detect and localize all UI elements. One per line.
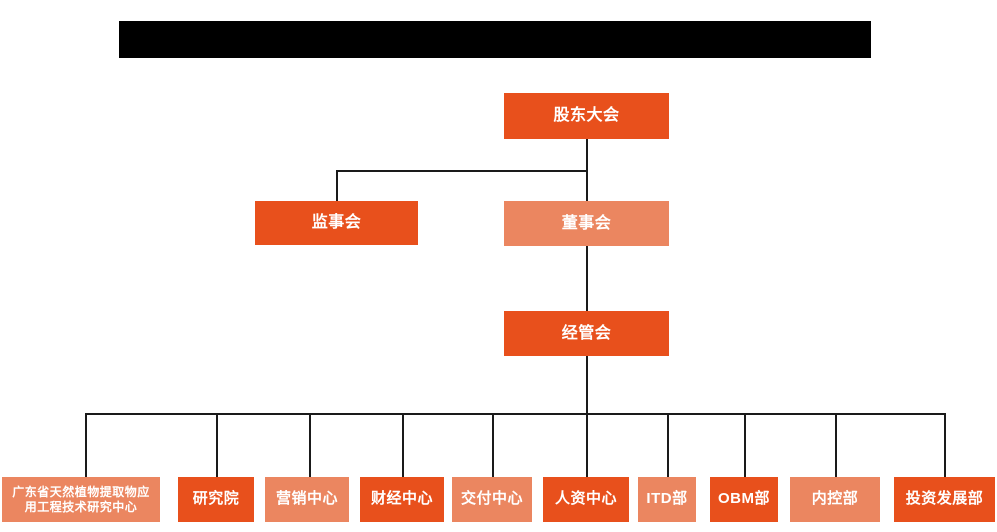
node-label: 人资中心 [554,490,617,508]
node-marketing-center[interactable]: 营销中心 [265,477,349,522]
connector-drop-internal-control-department [835,413,837,477]
node-hr-center[interactable]: 人资中心 [543,477,629,522]
node-shareholders-meeting[interactable]: 股东大会 [504,93,669,139]
node-label: 经管会 [561,324,612,342]
node-label: 财经中心 [370,490,433,508]
connector-supervisors-drop [336,170,338,202]
node-label: 股东大会 [553,107,620,124]
node-itd-department[interactable]: ITD部 [638,477,696,522]
connector-drop-delivery-center [492,413,494,477]
node-label-line-1: 广东省天然植物提取物应 [12,484,150,499]
connector-drop-obm-department [744,413,746,477]
node-label: 投资发展部 [905,490,984,508]
connector-department-bus [85,413,945,415]
connector-drop-itd-department [667,413,669,477]
node-research-center-gd[interactable]: 广东省天然植物提取物应 用工程技术研究中心 [2,477,160,522]
node-board-of-supervisors[interactable]: 监事会 [255,201,418,245]
node-board-of-directors[interactable]: 董事会 [504,201,669,246]
node-label: 内控部 [811,490,859,508]
redacted-title-bar [119,21,871,58]
node-label: 董事会 [561,214,612,232]
connector-directors-to-management [586,246,588,311]
node-label-line-2: 用工程技术研究中心 [24,499,138,514]
connector-management-down [586,356,588,415]
connector-drop-research-institute [216,413,218,477]
node-investment-development-department[interactable]: 投资发展部 [894,477,995,522]
node-delivery-center[interactable]: 交付中心 [452,477,532,522]
node-label: ITD部 [646,490,688,508]
connector-shareholders-branch [336,170,588,172]
connector-drop-marketing-center [309,413,311,477]
connector-drop-finance-center [402,413,404,477]
connector-shareholders-down [586,139,588,172]
node-label: OBM部 [718,490,770,508]
node-management-committee[interactable]: 经管会 [504,311,669,356]
connector-drop-hr-center [586,413,588,477]
node-label: 营销中心 [275,490,338,508]
node-research-institute[interactable]: 研究院 [178,477,254,522]
connector-directors-drop [586,170,588,202]
node-label: 研究院 [192,490,240,508]
connector-drop-investment-development-department [944,413,946,477]
node-finance-center[interactable]: 财经中心 [360,477,444,522]
connector-drop-research-center-gd [85,413,87,477]
node-internal-control-department[interactable]: 内控部 [790,477,880,522]
node-label: 交付中心 [460,490,523,508]
node-label: 监事会 [311,214,362,231]
node-obm-department[interactable]: OBM部 [710,477,778,522]
